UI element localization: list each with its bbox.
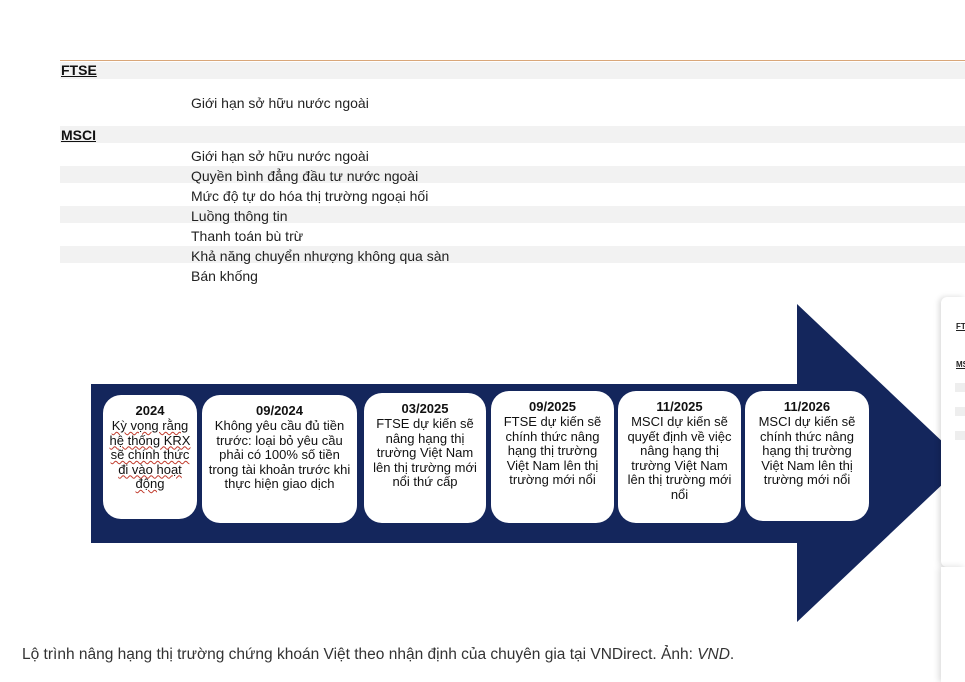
milestone-box: 09/2024 Không yêu cầu đủ tiền trước: loạ… <box>202 395 357 523</box>
ftse-criterion: Giới hạn sở hữu nước ngoài <box>191 95 369 111</box>
fragment-label: MS <box>956 360 965 369</box>
row-band <box>60 246 965 263</box>
msci-criterion: Thanh toán bù trừ <box>191 228 304 244</box>
top-rule <box>60 60 965 61</box>
milestone-text: Kỳ vọng rằng hệ thống KRX sẽ chính thức … <box>109 418 191 491</box>
caption-end: . <box>729 646 735 663</box>
milestone-date: 11/2026 <box>783 399 831 414</box>
msci-criterion: Mức độ tự do hóa thị trường ngoại hối <box>191 188 429 204</box>
milestone-box: 03/2025 FTSE dự kiến sẽ nâng hạng thị tr… <box>364 393 486 523</box>
msci-criterion: Luồng thông tin <box>191 208 288 224</box>
milestone-box: 2024 Kỳ vọng rằng hệ thống KRX sẽ chính … <box>103 395 197 519</box>
msci-criterion: Khả năng chuyển nhượng không qua sàn <box>191 248 450 264</box>
row-band <box>60 62 965 79</box>
msci-criterion: Giới hạn sở hữu nước ngoài <box>191 148 369 164</box>
milestone-box: 09/2025 FTSE dự kiến sẽ chính thức nâng … <box>491 391 614 523</box>
row-band <box>60 126 965 143</box>
fragment-cell <box>955 407 965 416</box>
overlapping-page-fragment-lower <box>941 567 965 682</box>
msci-criterion: Quyền bình đẳng đầu tư nước ngoài <box>191 168 419 184</box>
milestone-text: FTSE dự kiến sẽ chính thức nâng hạng thị… <box>503 414 602 487</box>
ftse-heading: FTSE <box>61 62 97 78</box>
fragment-cell <box>955 383 965 392</box>
fragment-label: FT <box>956 322 965 331</box>
caption-source: VND <box>697 646 730 663</box>
milestone-date: 09/2025 <box>529 399 576 414</box>
milestone-box: 11/2025 MSCI dự kiến sẽ quyết định về vi… <box>618 391 741 523</box>
milestone-date: 03/2025 <box>401 401 449 416</box>
image-caption: Lộ trình nâng hạng thị trường chứng khoá… <box>22 646 734 664</box>
msci-heading: MSCI <box>61 127 96 143</box>
fragment-cell <box>955 431 965 440</box>
milestone-box: 11/2026 MSCI dự kiến sẽ chính thức nâng … <box>745 391 869 521</box>
milestone-text: FTSE dự kiến sẽ nâng hạng thị trường Việ… <box>373 416 477 489</box>
milestone-date: 11/2025 <box>656 399 703 414</box>
milestone-text: MSCI dự kiến sẽ quyết định về việc nâng … <box>627 414 732 502</box>
caption-text: Lộ trình nâng hạng thị trường chứng khoá… <box>22 646 698 663</box>
milestone-text: Không yêu cầu đủ tiền trước: loại bỏ yêu… <box>208 418 351 491</box>
milestone-text: MSCI dự kiến sẽ chính thức nâng hạng thị… <box>758 414 856 487</box>
row-band <box>60 166 965 183</box>
milestone-date: 09/2024 <box>256 403 303 418</box>
msci-criterion: Bán khống <box>191 268 258 284</box>
milestone-date: 2024 <box>135 403 165 418</box>
row-band <box>60 206 965 223</box>
